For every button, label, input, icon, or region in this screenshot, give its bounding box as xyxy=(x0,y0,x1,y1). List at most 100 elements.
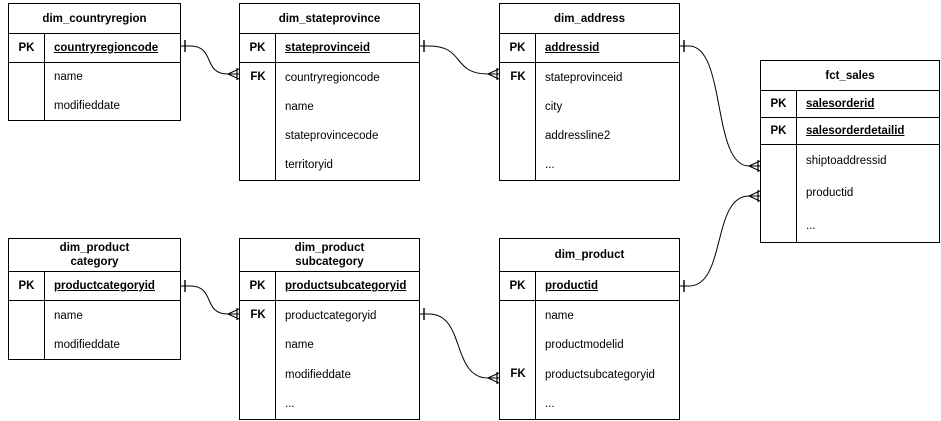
foreign-key-column xyxy=(761,145,797,242)
foreign-key-column: FK xyxy=(240,301,276,419)
attribute-name: ... xyxy=(545,159,555,172)
attribute-row[interactable]: addressline2 xyxy=(536,122,679,151)
attribute-name: productid xyxy=(806,187,854,200)
key-label: PK xyxy=(500,34,536,62)
relationship-productsubcategory-to-product[interactable] xyxy=(420,308,500,384)
relationship-stateprovince-to-address[interactable] xyxy=(420,40,500,80)
attribute-name: name xyxy=(54,309,83,322)
attribute-row[interactable]: productid xyxy=(797,177,939,209)
attribute-name: productcategoryid xyxy=(285,309,377,322)
attribute-row[interactable]: name xyxy=(276,92,419,121)
entity-title-dim_productcategory: dim_product category xyxy=(9,239,180,272)
attribute-block: name modifieddate xyxy=(9,63,180,120)
attribute-name: territoryid xyxy=(285,159,333,172)
key-label: PK xyxy=(240,272,276,300)
relationship-productcategory-to-subcategory[interactable] xyxy=(181,280,240,320)
attribute-name: productmodelid xyxy=(545,339,624,352)
attribute-row[interactable]: modifieddate xyxy=(276,360,419,390)
entity-title-dim_productsubcategory: dim_product subcategory xyxy=(240,239,419,272)
attribute-name: modifieddate xyxy=(54,338,120,351)
attribute-name: salesorderdetailid xyxy=(806,125,905,137)
attribute-row[interactable]: ... xyxy=(797,210,939,242)
relationship-line xyxy=(428,45,489,75)
attribute-row[interactable]: ... xyxy=(536,390,679,420)
relationship-line xyxy=(189,285,229,315)
entity-title-fct_sales: fct_sales xyxy=(761,61,939,91)
attribute-name: shiptoaddressid xyxy=(806,155,887,168)
cardinality-many-marker xyxy=(227,68,240,80)
attribute-name: productsubcategoryid xyxy=(545,368,655,381)
attribute-row[interactable]: productsubcategoryid xyxy=(536,360,679,390)
attribute-name: addressid xyxy=(545,42,600,54)
attribute-row[interactable]: ... xyxy=(536,151,679,180)
attribute-row[interactable]: modifieddate xyxy=(45,92,180,121)
attribute-name: name xyxy=(545,309,574,322)
key-label: FK xyxy=(250,71,266,83)
attribute-name: ... xyxy=(285,398,295,411)
attribute-block: FK name productmodelid productsubcategoryid… xyxy=(500,301,679,419)
key-row[interactable]: PK productid xyxy=(500,272,679,301)
attribute-column: name modifieddate xyxy=(45,301,180,359)
entity-title-dim_countryregion: dim_countryregion xyxy=(9,4,180,34)
foreign-key-column: FK xyxy=(240,63,276,180)
attribute-row[interactable]: productcategoryid xyxy=(276,301,419,331)
key-row[interactable]: PK addressid xyxy=(500,34,679,63)
attribute-row[interactable]: shiptoaddressid xyxy=(797,145,939,177)
key-label: PK xyxy=(500,272,536,300)
attribute-row[interactable]: countryregioncode xyxy=(276,63,419,92)
attribute-name: ... xyxy=(545,398,555,411)
attribute-row[interactable]: name xyxy=(45,63,180,92)
relationship-countryregion-to-stateprovince[interactable] xyxy=(181,40,240,80)
cardinality-many-marker xyxy=(487,68,500,80)
entity-title-dim_product: dim_product xyxy=(500,239,679,272)
foreign-key-column: FK xyxy=(500,301,536,419)
attribute-row[interactable]: modifieddate xyxy=(45,330,180,359)
attribute-block: name modifieddate xyxy=(9,301,180,359)
attribute-row[interactable]: name xyxy=(45,301,180,330)
attribute-row[interactable]: name xyxy=(536,301,679,331)
attribute-name: ... xyxy=(806,219,816,232)
relationship-product-to-sales[interactable] xyxy=(680,190,761,292)
attribute-row[interactable]: stateprovincecode xyxy=(276,122,419,151)
attribute-name: modifieddate xyxy=(54,99,120,112)
relationship-line xyxy=(688,45,750,167)
attribute-name: city xyxy=(545,100,563,113)
relationship-address-to-sales[interactable] xyxy=(680,40,761,172)
key-row[interactable]: PK countryregioncode xyxy=(9,34,180,63)
relationship-line xyxy=(688,195,750,287)
attribute-row[interactable]: name xyxy=(276,331,419,361)
key-row[interactable]: PK salesorderdetailid xyxy=(761,118,939,145)
attribute-column: name modifieddate xyxy=(45,63,180,120)
entity-title-dim_address: dim_address xyxy=(500,4,679,34)
attribute-row[interactable]: territoryid xyxy=(276,151,419,180)
attribute-name: productcategoryid xyxy=(54,280,155,292)
attribute-row[interactable]: ... xyxy=(276,390,419,420)
key-label: PK xyxy=(761,118,797,144)
attribute-name: productid xyxy=(545,280,599,292)
attribute-row[interactable]: stateprovinceid xyxy=(536,63,679,92)
cardinality-many-marker xyxy=(748,190,761,202)
attribute-row[interactable]: productmodelid xyxy=(536,331,679,361)
attribute-row[interactable]: city xyxy=(536,92,679,121)
entity-title-dim_stateprovince: dim_stateprovince xyxy=(240,4,419,34)
attribute-name: countryregioncode xyxy=(54,42,159,54)
key-label: PK xyxy=(9,34,45,62)
attribute-column: stateprovinceid city addressline2... xyxy=(536,63,679,180)
attribute-name: stateprovinceid xyxy=(545,71,623,84)
attribute-column: name productmodelid productsubcategoryid..… xyxy=(536,301,679,419)
